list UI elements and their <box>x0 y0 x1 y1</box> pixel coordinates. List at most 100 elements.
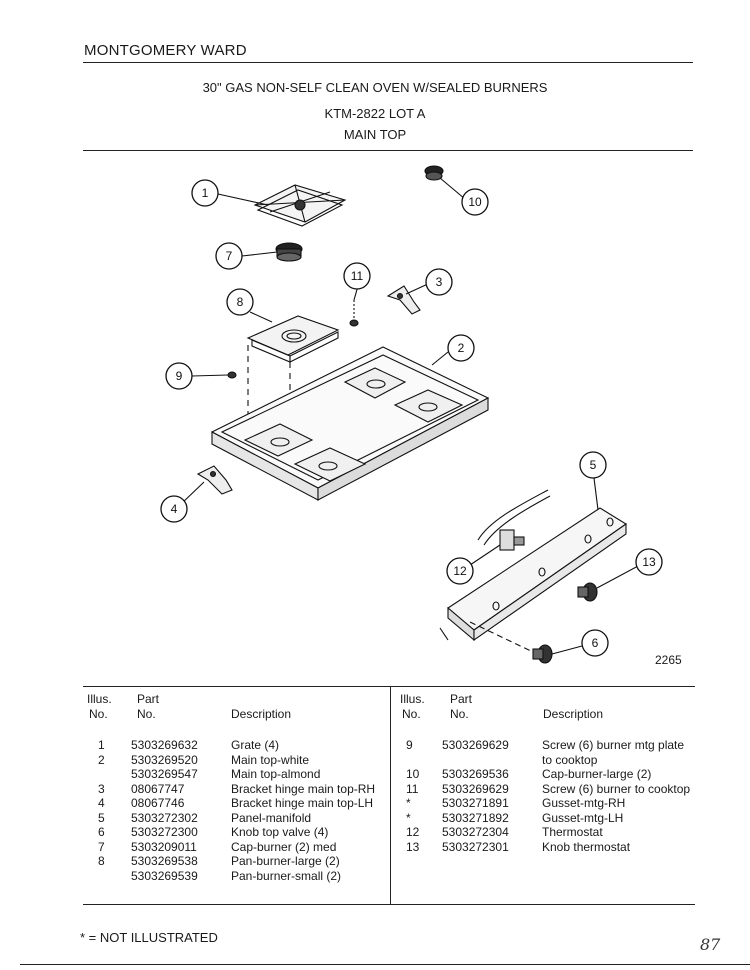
callout-5: 5 <box>579 451 607 479</box>
panel-manifold-drawing <box>439 507 628 642</box>
part-number-cell: 5303271892 <box>442 810 509 825</box>
part-number-cell <box>442 753 542 768</box>
table-row: 5303269547 Main top-almond <box>88 767 391 782</box>
svg-text:10: 10 <box>468 195 482 209</box>
description-cell: Main top-white <box>231 752 310 767</box>
exploded-diagram: 1 2 3 4 5 6 7 8 9 10 11 12 13 <box>160 165 663 664</box>
description-cell: Cap-burner (2) med <box>231 839 337 854</box>
svg-text:13: 13 <box>642 555 656 569</box>
description-cell: Bracket hinge main top-LH <box>231 796 374 810</box>
part-number-cell: 08067747 <box>131 781 185 796</box>
illus-cell <box>88 869 131 884</box>
illus-cell: 3 <box>98 781 105 796</box>
callout-13: 13 <box>635 548 663 576</box>
part-number-cell: 5303209011 <box>131 839 197 854</box>
header-rule <box>83 62 693 63</box>
part-number-cell: 5303269539 <box>131 868 198 883</box>
footer-rule <box>20 964 750 965</box>
part-number-cell: 5303272304 <box>442 825 509 839</box>
svg-text:4: 4 <box>171 502 178 516</box>
svg-text:11: 11 <box>351 269 364 283</box>
cap-burner-large-drawing <box>424 165 444 181</box>
illus-cell: 12 <box>406 825 420 839</box>
grate-drawing <box>253 184 347 227</box>
brand-name: MONTGOMERY WARD <box>84 42 247 59</box>
illus-cell: 10 <box>406 767 420 781</box>
callout-4: 4 <box>160 495 188 523</box>
screw-9-drawing <box>227 371 237 379</box>
table-top-rule <box>83 686 695 687</box>
table-divider <box>390 686 391 904</box>
svg-text:1: 1 <box>202 186 209 200</box>
callout-10: 10 <box>461 188 489 216</box>
illus-cell: 1 <box>98 738 105 752</box>
description-cell: Cap-burner-large (2) <box>542 767 652 781</box>
part-number-cell: 5303269547 <box>131 767 198 781</box>
illus-cell <box>396 753 442 768</box>
svg-text:6: 6 <box>592 636 599 650</box>
screw-11-drawing <box>349 300 359 327</box>
description-cell: Grate (4) <box>231 738 280 752</box>
callout-9: 9 <box>165 362 193 390</box>
handwritten-page-mark: 87 <box>700 935 721 954</box>
description-cell: Thermostat <box>542 825 603 839</box>
knob-top-valve-drawing <box>469 621 553 664</box>
svg-text:2: 2 <box>458 341 465 355</box>
table-row: 7 5303209011 Cap-burner (2) med <box>88 840 391 855</box>
illus-cell: 6 <box>98 825 105 839</box>
bracket-lh-drawing <box>196 465 233 495</box>
illus-cell: 8 <box>98 854 105 868</box>
drawing-number: 2265 <box>655 653 682 667</box>
part-number-cell: 5303269632 <box>131 738 198 752</box>
illus-cell: 7 <box>98 839 105 854</box>
description-cell: Main top-almond <box>231 767 321 781</box>
description-cell: Knob top valve (4) <box>231 825 329 839</box>
description-cell: Knob thermostat <box>542 839 631 854</box>
description-cell: Gusset-mtg-LH <box>542 810 624 825</box>
callout-7: 7 <box>215 242 243 270</box>
table-row: 6 5303272300 Knob top valve (4) <box>88 825 391 840</box>
callout-11: 11 <box>343 262 371 290</box>
illus-cell <box>88 767 131 782</box>
part-number-cell: 5303272301 <box>442 839 509 854</box>
main-top-drawing <box>210 346 490 501</box>
description-cell: Pan-burner-large (2) <box>231 854 340 868</box>
table-row: 13 5303272301 Knob thermostat <box>396 840 712 855</box>
header-part-right: Part No. <box>450 692 473 721</box>
thermostat-drawing <box>477 489 551 551</box>
description-cell: Screw (6) burner mtg plate <box>542 738 685 752</box>
description-cell: Panel-manifold <box>231 810 312 825</box>
table-bottom-rule <box>83 904 695 905</box>
svg-text:7: 7 <box>226 249 233 263</box>
cap-burner-med-drawing <box>275 242 303 262</box>
callout-6: 6 <box>581 629 609 657</box>
svg-text:5: 5 <box>590 458 597 472</box>
part-number-cell: 5303272300 <box>131 825 198 839</box>
part-number-cell: 5303269629 <box>442 781 509 796</box>
part-number-cell: 5303269536 <box>442 767 509 781</box>
section-title: MAIN TOP <box>343 127 407 142</box>
illus-cell: * <box>406 796 411 810</box>
description-cell: Gusset-mtg-RH <box>542 796 626 810</box>
part-number-cell: 5303269520 <box>131 752 198 767</box>
knob-thermostat-drawing <box>577 582 598 602</box>
model-number: KTM-2822 LOT A <box>324 106 426 121</box>
illus-cell: 13 <box>406 839 420 854</box>
bracket-rh-drawing <box>386 285 421 315</box>
callout-2: 2 <box>447 334 475 362</box>
callout-8: 8 <box>226 288 254 316</box>
callout-12: 12 <box>446 557 474 585</box>
page-title: 30" GAS NON-SELF CLEAN OVEN W/SEALED BUR… <box>202 80 548 95</box>
svg-text:8: 8 <box>237 295 244 309</box>
part-number-cell: 5303269629 <box>442 738 509 752</box>
table-row: 10 5303269536 Cap-burner-large (2) <box>396 767 712 782</box>
part-number-cell: 5303271891 <box>442 796 509 810</box>
header-illus-right: Illus. No. <box>400 692 425 721</box>
